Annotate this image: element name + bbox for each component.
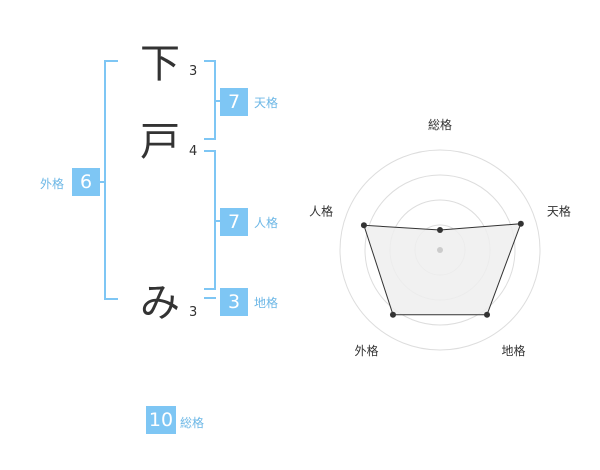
radar-ring (339, 149, 541, 351)
gaikaku-connector (98, 181, 104, 183)
tenkaku-value: 7 (220, 88, 248, 116)
jinkaku-label: 人格 (254, 216, 279, 230)
radar-label-gaikaku: 外格 (355, 343, 379, 358)
name-char-2: 戸 (140, 119, 180, 165)
chikaku-label: 地格 (254, 296, 279, 310)
stroke-count-3: 3 (189, 305, 198, 320)
jinkaku-value: 7 (220, 208, 248, 236)
soukaku-value: 10 (146, 406, 176, 434)
soukaku-label: 総格 (180, 416, 205, 430)
chikaku-bracket (204, 297, 216, 299)
radar-ring (364, 174, 516, 326)
radar-point-4 (360, 222, 367, 229)
radar-point-2 (484, 311, 491, 318)
radar-point-3 (389, 311, 396, 318)
radar-data-points (360, 220, 524, 318)
radar-label-jinkaku: 人格 (309, 203, 333, 218)
jinkaku-connector (216, 220, 220, 222)
stroke-count-2: 4 (189, 144, 198, 159)
radar-label-soukaku: 総格 (428, 117, 452, 132)
radar-point-0 (437, 227, 443, 233)
gaikaku-label: 外格 (40, 177, 65, 191)
radar-label-tenkaku: 天格 (547, 203, 571, 218)
radar-label-chikaku: 地格 (501, 343, 525, 358)
radar-center-dot (437, 247, 443, 253)
tenkaku-bracket (204, 60, 216, 140)
stroke-count-1: 3 (189, 64, 198, 79)
gaikaku-value: 6 (72, 168, 100, 196)
name-char-3: み (140, 280, 180, 326)
jinkaku-bracket (204, 150, 216, 290)
chikaku-value: 3 (220, 288, 248, 316)
radar-point-1 (517, 220, 524, 227)
name-char-1: 下 (140, 41, 180, 87)
tenkaku-connector (216, 100, 220, 102)
gaikaku-bracket (104, 60, 118, 300)
radar-chart: 総格 天格 地格 外格 人格 (309, 117, 571, 358)
radar-data-polygon (363, 223, 522, 316)
tenkaku-label: 天格 (254, 96, 279, 110)
